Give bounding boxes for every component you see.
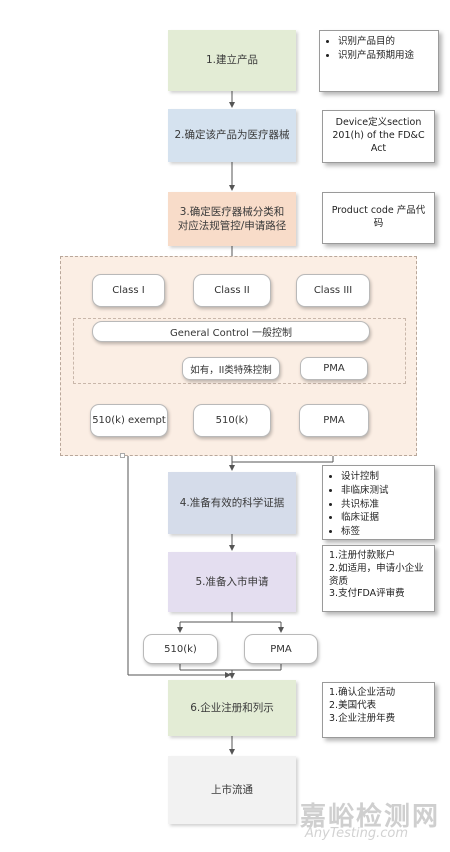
step-4-label: 4.准备有效的科学证据 [179, 496, 285, 509]
note-4-item: 标签 [341, 526, 428, 539]
class-3-box: Class III [296, 274, 370, 307]
step-2-label: 2.确定该产品为医疗器械 [174, 129, 290, 142]
pma-out-box: PMA [299, 404, 369, 437]
watermark-text: 嘉峪检测网 [300, 802, 441, 832]
class-2-box: Class II [193, 274, 271, 307]
step-6-box: 6.企业注册和列示 [168, 680, 296, 736]
step-7-label: 上市流通 [211, 783, 253, 796]
class-3-label: Class III [313, 285, 353, 296]
submission-510k-label: 510(k) [164, 643, 197, 655]
exempt-label: 510(k) exempt [92, 415, 166, 426]
step-3-label: 3.确定医疗器械分类和对应法规管控/申请路径 [177, 205, 287, 232]
step-2-box: 2.确定该产品为医疗器械 [168, 109, 296, 162]
note-5-item: 2.如适用，申请小企业资质 [329, 562, 424, 587]
pma-mid-box: PMA [300, 357, 368, 380]
note-4: 设计控制 非临床测试 共识标准 临床证据 标签 [322, 465, 435, 540]
note-4-item: 非临床测试 [341, 485, 428, 498]
note-6-item: 2.美国代表 [329, 699, 377, 711]
510k-box: 510(k) [193, 404, 271, 437]
step-7-box: 上市流通 [168, 756, 296, 824]
special-control-box: 如有，II类特殊控制 [182, 357, 280, 380]
step-5-label: 5.准备入市申请 [195, 575, 269, 588]
note-4-item: 临床证据 [341, 512, 428, 525]
note-6-item: 3.企业注册年费 [329, 712, 396, 724]
submission-pma-box: PMA [244, 634, 318, 664]
note-1: 识别产品目的 识别产品预期用途 [319, 30, 439, 92]
step-4-box: 4.准备有效的科学证据 [168, 472, 296, 534]
pma-out-label: PMA [323, 415, 345, 426]
general-control-label: General Control 一般控制 [170, 328, 292, 339]
note-3: Product code 产品代码 [322, 192, 435, 244]
step-1-box: 1.建立产品 [168, 30, 296, 91]
exempt-box: 510(k) exempt [90, 404, 168, 437]
note-6-item: 1.确认企业活动 [329, 687, 396, 698]
class-1-label: Class I [112, 285, 145, 296]
note-5-item: 1.注册付款账户 [329, 550, 396, 561]
note-4-item: 设计控制 [341, 471, 428, 484]
submission-510k-box: 510(k) [143, 634, 218, 664]
step-3-box: 3.确定医疗器械分类和对应法规管控/申请路径 [168, 192, 296, 246]
note-5: 1.注册付款账户 2.如适用，申请小企业资质 3.支付FDA评审费 [322, 545, 435, 612]
note-2: Device定义section 201(h) of the FD&C Act [322, 110, 435, 163]
note-1-item: 识别产品预期用途 [338, 50, 432, 63]
general-control-box: General Control 一般控制 [92, 321, 370, 342]
510k-label: 510(k) [215, 415, 249, 426]
note-1-item: 识别产品目的 [338, 36, 432, 49]
note-6: 1.确认企业活动 2.美国代表 3.企业注册年费 [322, 682, 435, 738]
control-subregion [73, 318, 406, 384]
step-1-label: 1.建立产品 [205, 54, 259, 67]
note-3-text: Product code 产品代码 [331, 205, 426, 229]
class-2-label: Class II [214, 285, 250, 296]
watermark-url: AnyTesting.com [305, 826, 409, 841]
pma-mid-label: PMA [323, 363, 345, 374]
note-5-item: 3.支付FDA评审费 [329, 588, 405, 600]
class-1-box: Class I [92, 274, 165, 307]
note-2-text: Device定义section 201(h) of the FD&C Act [332, 117, 425, 154]
step-6-label: 6.企业注册和列示 [190, 701, 274, 714]
submission-pma-label: PMA [270, 643, 292, 655]
region-handle [120, 453, 125, 458]
special-control-label: 如有，II类特殊控制 [190, 364, 272, 376]
step-5-box: 5.准备入市申请 [168, 552, 296, 612]
note-4-item: 共识标准 [341, 499, 428, 512]
